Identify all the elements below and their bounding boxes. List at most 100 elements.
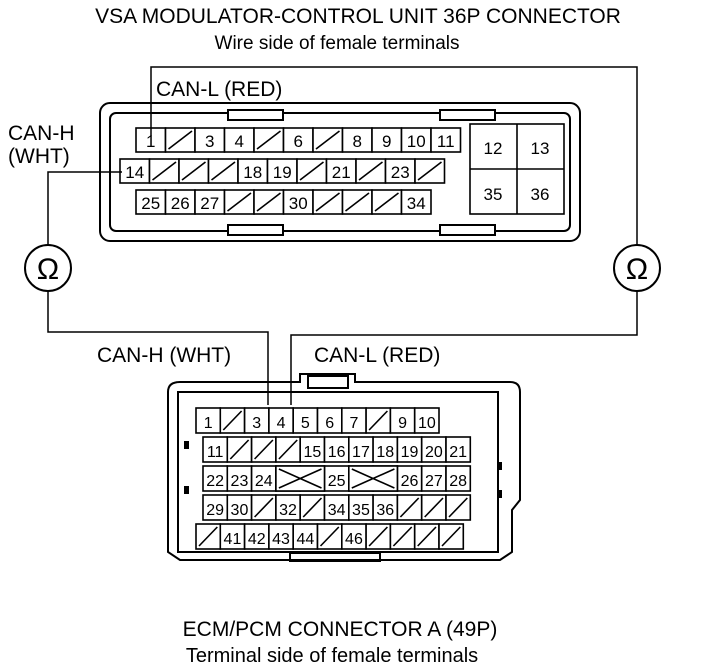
ecm-cell: 28 [445, 465, 472, 492]
empty-slot-mark [417, 526, 437, 547]
vsa-pin-8: 8 [353, 132, 362, 151]
vsa-pin-36: 36 [531, 185, 550, 204]
vsa-can-h-label-line2: (WHT) [8, 145, 70, 168]
can-l-lead-top [150, 66, 638, 245]
ecm-pin-18: 18 [376, 444, 394, 461]
ecm-cell: 16 [323, 436, 350, 463]
vsa-pin-12: 12 [484, 139, 503, 158]
ecm-pin-24: 24 [255, 473, 273, 490]
ohmmeter-right: Ω [613, 244, 661, 292]
vsa-cell: 34 [400, 189, 432, 215]
vsa-pin-18: 18 [243, 163, 262, 182]
ecm-pin-5: 5 [301, 415, 310, 432]
vsa-pin-4: 4 [235, 132, 244, 151]
vsa-cell: 6 [282, 127, 314, 153]
empty-slot-mark [227, 192, 252, 212]
ecm-cell: 6 [316, 407, 343, 434]
ecm-pin-28: 28 [449, 473, 467, 490]
vsa-cell: 14 [119, 158, 151, 184]
ecm-connector-housing [167, 373, 521, 562]
empty-slot-mark [211, 161, 236, 181]
empty-slot-mark [302, 497, 323, 518]
vsa-cell [253, 189, 285, 215]
vsa-cell: 26 [164, 189, 196, 215]
empty-slot-mark [358, 161, 383, 181]
ecm-cell: 7 [340, 407, 367, 434]
vsa-cell: 18 [237, 158, 269, 184]
vsa-cell [312, 127, 344, 153]
ecm-pin-23: 23 [231, 473, 249, 490]
ecm-housing-tabs [184, 441, 502, 498]
vsa-cell [355, 158, 387, 184]
vsa-pin-1: 1 [146, 132, 155, 151]
ecm-cell: 36 [372, 494, 399, 521]
top-connector-subtitle: Wire side of female terminals [215, 33, 460, 54]
ecm-cell: 34 [323, 494, 350, 521]
ecm-cell: 21 [445, 436, 472, 463]
ecm-cell [365, 407, 392, 434]
empty-slot-mark [222, 410, 243, 431]
empty-slot-mark [254, 439, 274, 460]
can-l-lead-bottom [290, 291, 638, 405]
ecm-can-l-label: CAN-L (RED) [314, 344, 440, 367]
ecm-pin-1: 1 [204, 415, 213, 432]
ecm-cell: 41 [219, 523, 246, 550]
ecm-cell [275, 436, 301, 463]
ecm-cell: 42 [243, 523, 270, 550]
vsa-pin-23: 23 [391, 163, 410, 182]
ecm-pin-15: 15 [303, 444, 321, 461]
empty-slot-mark [417, 161, 442, 181]
empty-slot-mark [168, 130, 193, 150]
empty-slot-mark [441, 526, 461, 547]
vsa-cell: 4 [223, 127, 255, 153]
vsa-can-l-label: CAN-L (RED) [156, 78, 282, 101]
vsa-cell [341, 189, 373, 215]
vsa-can-h-label-line1: CAN-H [8, 122, 75, 145]
ecm-cell [219, 407, 246, 434]
ecm-pin-9: 9 [398, 415, 407, 432]
vsa-cell [296, 158, 328, 184]
vsa-cell: 9 [371, 127, 403, 153]
vsa-pin-35: 35 [484, 185, 503, 204]
vsa-cell [223, 189, 255, 215]
vsa-cell [312, 189, 344, 215]
vsa-pin-3: 3 [205, 132, 214, 151]
ecm-pin-25: 25 [328, 473, 346, 490]
ecm-cell: 44 [292, 523, 319, 550]
ecm-cell: 18 [372, 436, 399, 463]
ecm-cell: 27 [420, 465, 447, 492]
ecm-pin-22: 22 [206, 473, 224, 490]
vsa-cell: 19 [266, 158, 298, 184]
empty-slot-mark [299, 161, 324, 181]
vsa-cell: 23 [384, 158, 416, 184]
ecm-cell: 10 [413, 407, 440, 434]
vsa-cell: 27 [194, 189, 226, 215]
can-h-lead-top [47, 171, 122, 245]
ohmmeter-left: Ω [24, 244, 72, 292]
ecm-pin-16: 16 [328, 444, 346, 461]
ecm-can-h-label: CAN-H (WHT) [97, 344, 231, 367]
ecm-cell: 19 [396, 436, 423, 463]
ecm-cell [250, 436, 277, 463]
empty-slot-mark [374, 192, 399, 212]
ecm-cell [365, 523, 392, 550]
empty-slot-mark [368, 526, 388, 547]
empty-slot-mark [198, 526, 218, 547]
empty-slot-mark [181, 161, 206, 181]
ecm-cell: 3 [243, 407, 270, 434]
vsa-cell: 8 [341, 127, 373, 153]
vsa-cell [178, 158, 210, 184]
vsa-cell [253, 127, 285, 153]
vsa-cell: 21 [325, 158, 357, 184]
empty-slot-mark [368, 410, 388, 431]
empty-slot-mark [256, 130, 281, 150]
vsa-pin-30: 30 [289, 194, 308, 213]
ecm-cell: 11 [202, 436, 229, 463]
top-connector-title: VSA MODULATOR-CONTROL UNIT 36P CONNECTOR [95, 5, 621, 28]
vsa-pin-6: 6 [294, 132, 303, 151]
ecm-cell: 25 [323, 465, 350, 492]
ecm-cell: 1 [195, 407, 222, 434]
